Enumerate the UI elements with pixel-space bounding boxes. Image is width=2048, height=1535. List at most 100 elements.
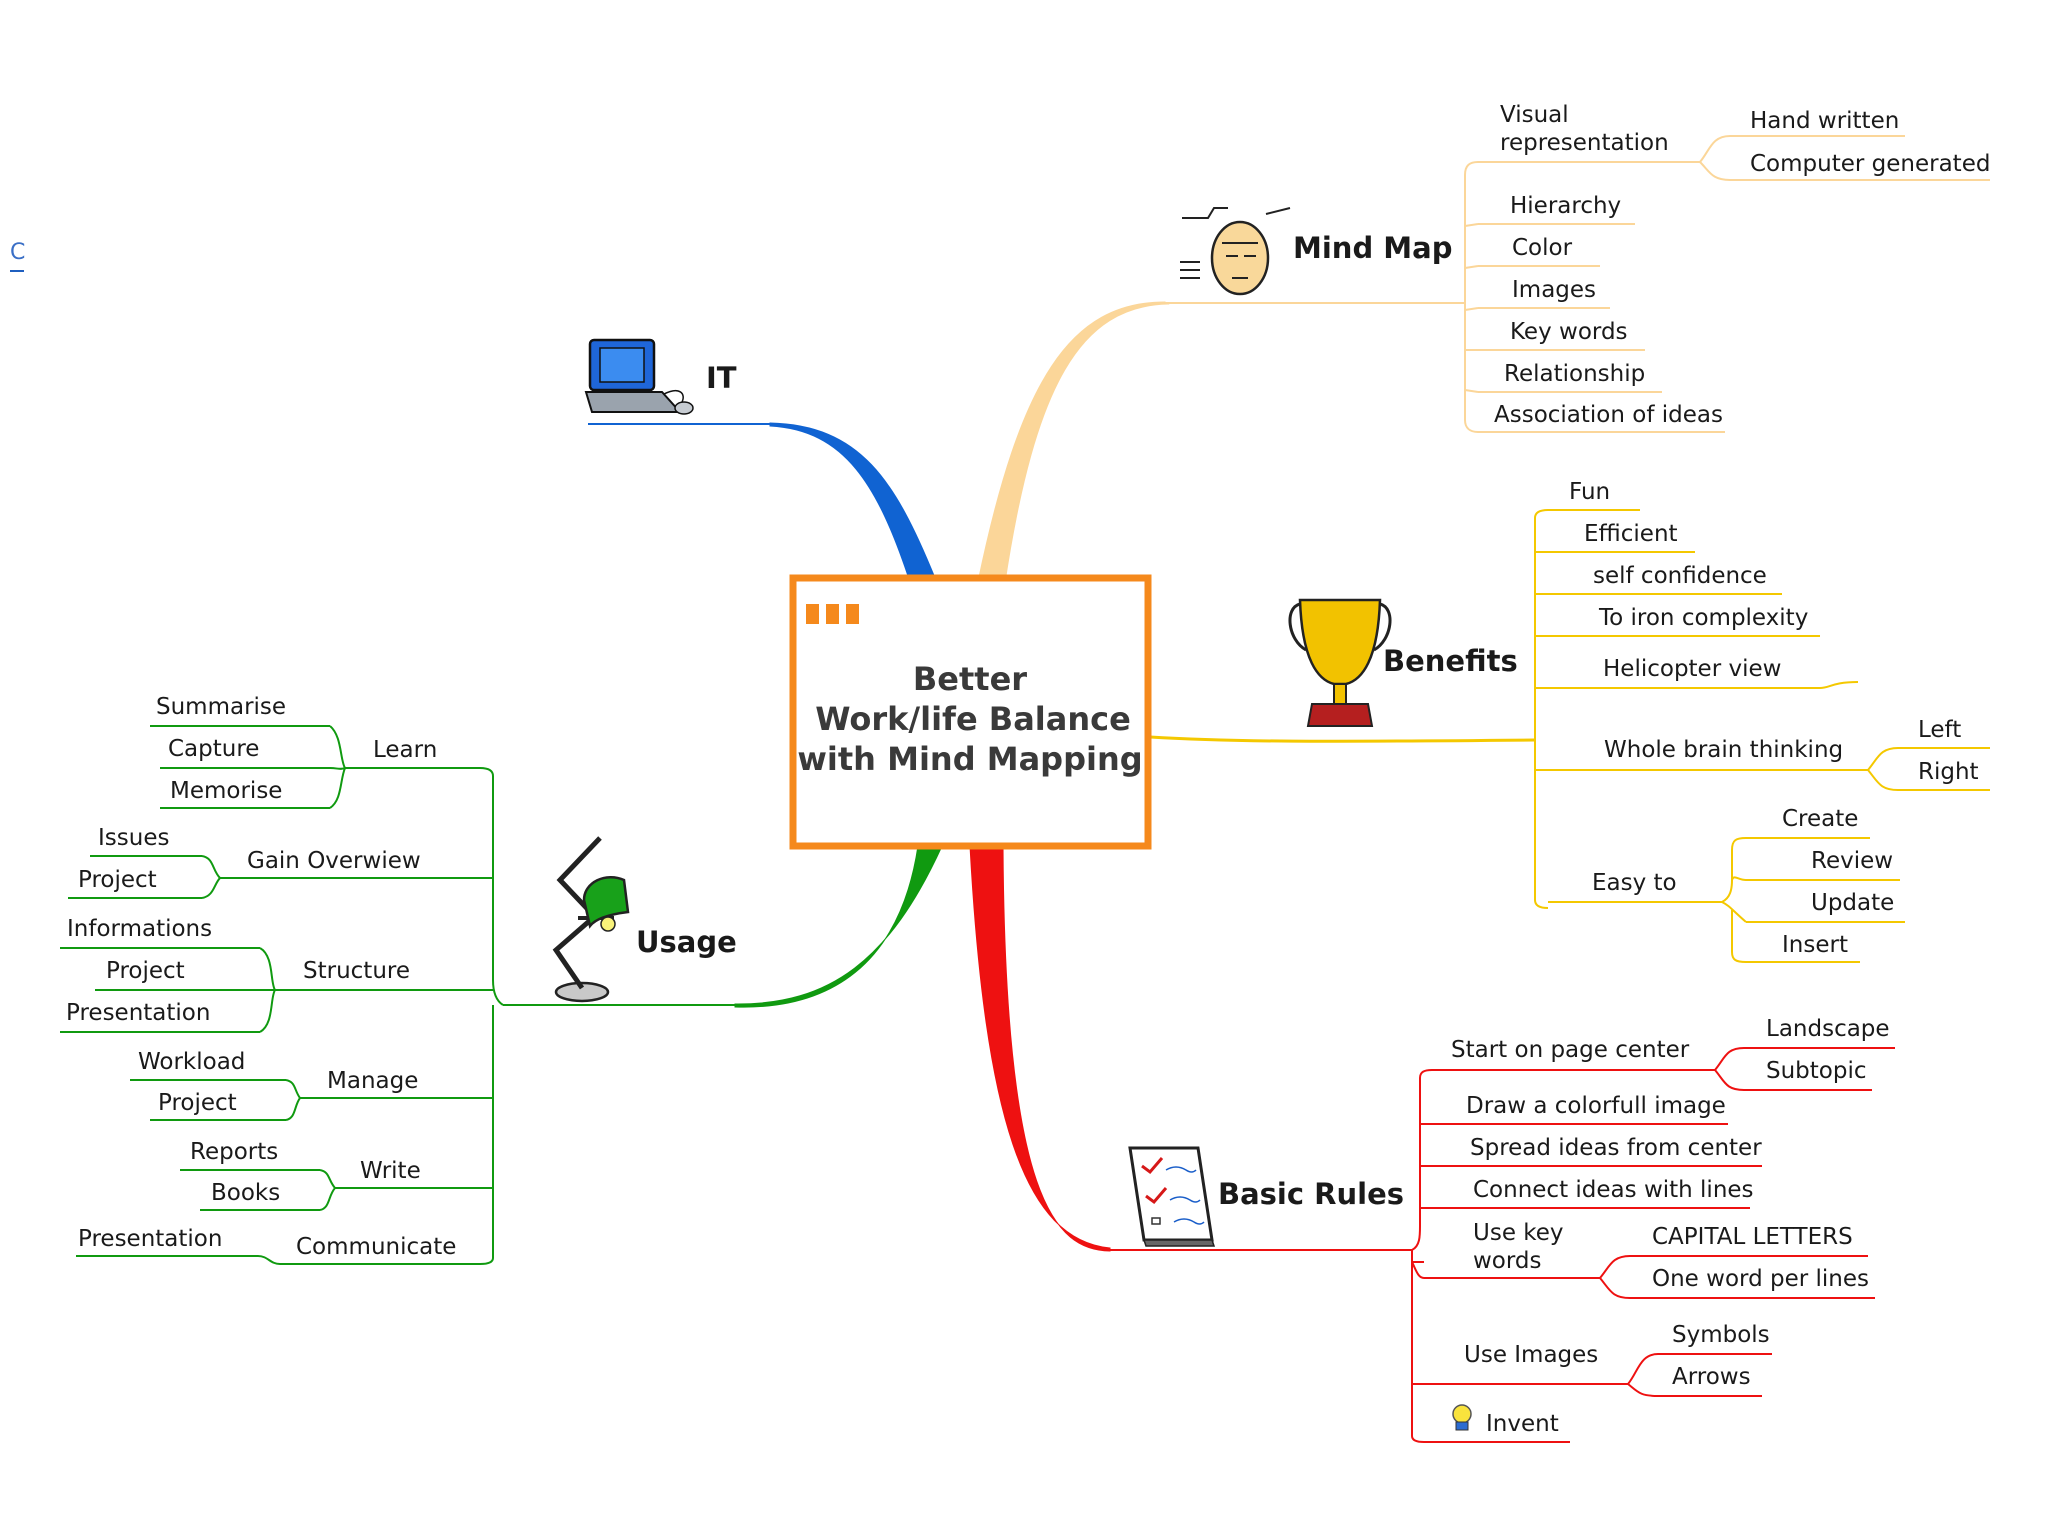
center-title-line-2: Work/life Balance [815,700,1131,738]
benefits-item-efficient[interactable]: Efficient [1584,521,1678,547]
usage-capture[interactable]: Capture [168,736,259,762]
usage-write[interactable]: Write [360,1158,421,1184]
basic-arrows[interactable]: Arrows [1672,1364,1751,1390]
usage-workload[interactable]: Workload [138,1049,245,1075]
benefits-update[interactable]: Update [1811,890,1894,916]
basic-key-words-line-1[interactable]: Use key [1473,1220,1564,1246]
usage-manage-project[interactable]: Project [158,1090,237,1116]
benefits-item-fun[interactable]: Fun [1569,479,1610,505]
images-connector [1627,1353,1659,1397]
branch-usage-curve [734,845,943,1008]
usage-memorise[interactable]: Memorise [170,778,282,804]
mindmap-item-relationship[interactable]: Relationship [1504,361,1645,387]
center-title-line-3: with Mind Mapping [797,740,1142,778]
mindmap-item-association[interactable]: Association of ideas [1494,402,1723,428]
center-title-line-1: Better [913,660,1027,698]
benefits-whole-brain[interactable]: Whole brain thinking [1604,737,1843,763]
usage-reports[interactable]: Reports [190,1139,278,1165]
center-marker-1 [806,604,819,624]
laptop-icon [584,338,694,415]
benefits-insert[interactable]: Insert [1782,932,1848,958]
write-connector [319,1169,336,1211]
usage-structure-project[interactable]: Project [106,958,185,984]
basic-start-center[interactable]: Start on page center [1451,1037,1690,1063]
benefits-easy-to[interactable]: Easy to [1592,870,1677,896]
mindmap-item-hierarchy[interactable]: Hierarchy [1510,193,1621,219]
branch-it-curve [769,422,936,583]
mindmap-item-images[interactable]: Images [1512,277,1596,303]
usage-books[interactable]: Books [211,1180,280,1206]
basic-capital-letters[interactable]: CAPITAL LETTERS [1652,1224,1853,1250]
branch-benefits-label[interactable]: Benefits [1383,644,1518,678]
branch-it-label[interactable]: IT [706,361,737,395]
manage-connector [285,1079,301,1121]
center-marker-2 [826,604,839,624]
basic-one-word[interactable]: One word per lines [1652,1266,1869,1292]
benefits-item-self-confidence[interactable]: self confidence [1593,563,1767,589]
usage-gain-overview[interactable]: Gain Overwiew [247,848,421,874]
branch-basic-label[interactable]: Basic Rules [1218,1177,1404,1211]
branch-mindmap [985,302,1465,582]
benefits-left[interactable]: Left [1918,717,1961,743]
usage-gain-project[interactable]: Project [78,867,157,893]
mindmap-computer-generated[interactable]: Computer generated [1750,151,1990,177]
whole-brain-connector [1867,747,1899,791]
basic-landscape[interactable]: Landscape [1766,1016,1890,1042]
branch-usage-label[interactable]: Usage [636,925,737,959]
basic-invent[interactable]: Invent [1486,1411,1559,1437]
benefits-item-iron-complexity[interactable]: To iron complexity [1598,605,1808,631]
mindmap-visual-line-2[interactable]: representation [1500,130,1669,156]
mindmap-item-key-words[interactable]: Key words [1510,319,1628,345]
trophy-icon [1288,598,1392,727]
cropped-edge-text: C [10,240,25,272]
underline-communicate [257,1255,480,1265]
checklist-icon [1128,1146,1216,1247]
visual-connector [1699,135,1731,181]
mindmap-item-connectors [1464,223,1479,393]
usage-manage[interactable]: Manage [327,1068,418,1094]
gain-connector [201,855,221,899]
underline-helicopter-view [1548,681,1859,689]
branch-mindmap-curve [977,301,1170,583]
benefits-right[interactable]: Right [1918,759,1979,785]
keywords-link [1411,1261,1425,1279]
usage-informations[interactable]: Informations [67,916,212,942]
center-marker-3 [846,604,859,624]
mindmap-hand-written[interactable]: Hand written [1750,108,1899,134]
basic-spread-ideas[interactable]: Spread ideas from center [1470,1135,1762,1161]
lightbulb-icon [1452,1404,1472,1431]
usage-connectors [480,877,493,1189]
basic-subtopic[interactable]: Subtopic [1766,1058,1867,1084]
learn-connector [329,725,346,809]
mindmap-connector [1464,161,1479,433]
branch-benefits-curve [1149,735,1536,743]
start-connector [1714,1047,1745,1091]
structure-connector [259,947,276,1033]
thinking-head-icon [1180,207,1291,296]
usage-learn[interactable]: Learn [373,737,437,763]
mindmap-item-color[interactable]: Color [1512,235,1573,261]
basic-connect-ideas[interactable]: Connect ideas with lines [1473,1177,1754,1203]
basic-trunk [1411,1069,1433,1443]
basic-key-words-line-2[interactable]: words [1473,1248,1542,1274]
usage-structure-presentation[interactable]: Presentation [66,1000,210,1026]
benefits-item-helicopter-view[interactable]: Helicopter view [1603,656,1781,682]
benefits-create[interactable]: Create [1782,806,1858,832]
benefits-item-connectors [1535,551,1548,771]
branch-basic-curve [969,845,1111,1252]
basic-connectors [1412,1123,1432,1385]
basic-draw-image[interactable]: Draw a colorfull image [1466,1093,1726,1119]
usage-issues[interactable]: Issues [98,825,169,851]
basic-symbols[interactable]: Symbols [1672,1322,1770,1348]
basic-use-images[interactable]: Use Images [1464,1342,1598,1368]
usage-summarise[interactable]: Summarise [156,694,286,720]
branch-mindmap-label[interactable]: Mind Map [1293,231,1453,265]
usage-trunk [479,767,504,1265]
usage-communicate[interactable]: Communicate [296,1234,456,1260]
benefits-review[interactable]: Review [1811,848,1893,874]
usage-structure[interactable]: Structure [303,958,410,984]
mindmap-visual-line-1[interactable]: Visual [1500,102,1569,128]
usage-communicate-presentation[interactable]: Presentation [78,1226,222,1252]
benefits-trunk [1534,509,1549,909]
